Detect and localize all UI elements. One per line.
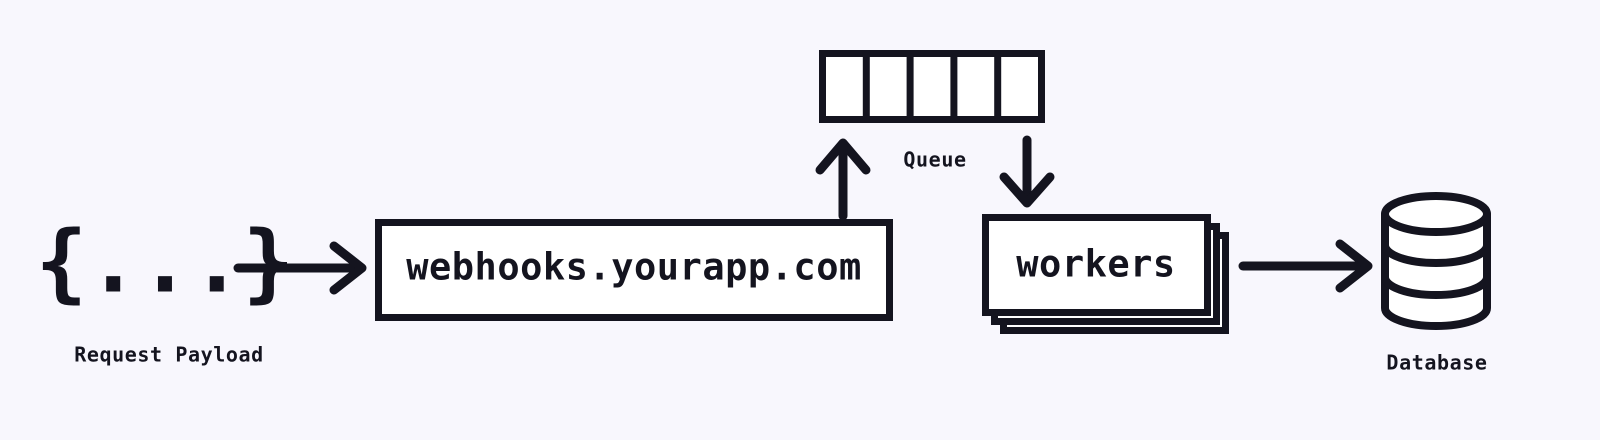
webhook-endpoint-box[interactable] [375,219,893,321]
edge-queue-to-workers [999,135,1055,208]
queue-box[interactable] [819,50,1045,123]
arrow-head-down-icon [999,172,1055,208]
node-queue[interactable]: Queue [819,50,1045,172]
edge-workers-to-database [1238,239,1373,293]
node-request-payload[interactable]: {...} Request Payload [36,212,295,366]
node-database[interactable]: Database [1381,192,1491,375]
node-workers[interactable]: workers [982,214,1229,334]
queue-caption: Queue [903,148,966,172]
database-band-3 [1381,273,1491,299]
edge-endpoint-to-queue [815,138,871,221]
workers-label: workers [1016,243,1175,286]
arrow-head-right-icon [329,241,367,295]
database-band-2 [1381,241,1491,267]
database-band-1 [1381,210,1491,236]
request-payload-caption: Request Payload [74,343,264,367]
edge-payload-to-endpoint [233,241,367,295]
arrow-head-right-icon [1335,239,1373,293]
webhook-endpoint-label: webhooks.yourapp.com [406,246,862,289]
arrow-head-up-icon [815,138,871,175]
database-caption: Database [1386,351,1487,375]
workers-stack-layer-front[interactable] [982,214,1211,316]
json-braces-icon: {...} [36,212,295,312]
node-webhook-endpoint[interactable]: webhooks.yourapp.com [375,219,893,321]
